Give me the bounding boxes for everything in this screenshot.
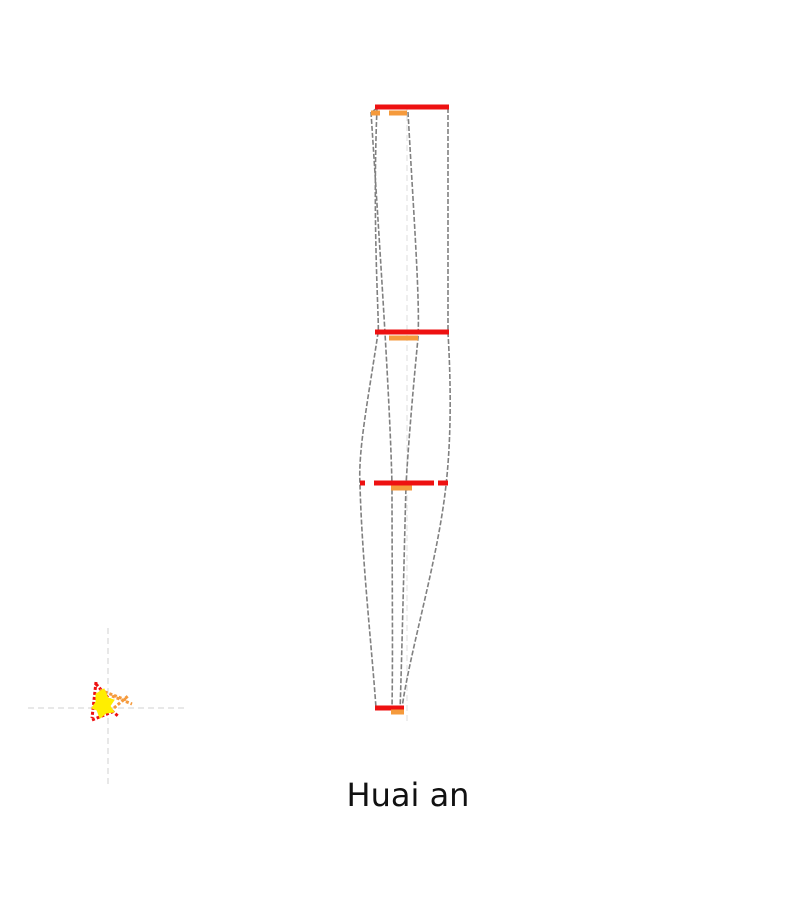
outline-paths [358, 107, 451, 713]
marker-yellow-shape [91, 688, 115, 719]
secondary-bars [371, 110, 418, 715]
outline-path-outer [358, 107, 380, 709]
outline-path-mid [399, 111, 420, 713]
outline-path-right [401, 108, 451, 709]
marker-orange-strokes [99, 688, 133, 710]
outline-path-inner [370, 111, 394, 709]
location-marker [28, 628, 188, 788]
map-caption: Huai an [346, 776, 470, 814]
primary-bars [360, 104, 449, 711]
